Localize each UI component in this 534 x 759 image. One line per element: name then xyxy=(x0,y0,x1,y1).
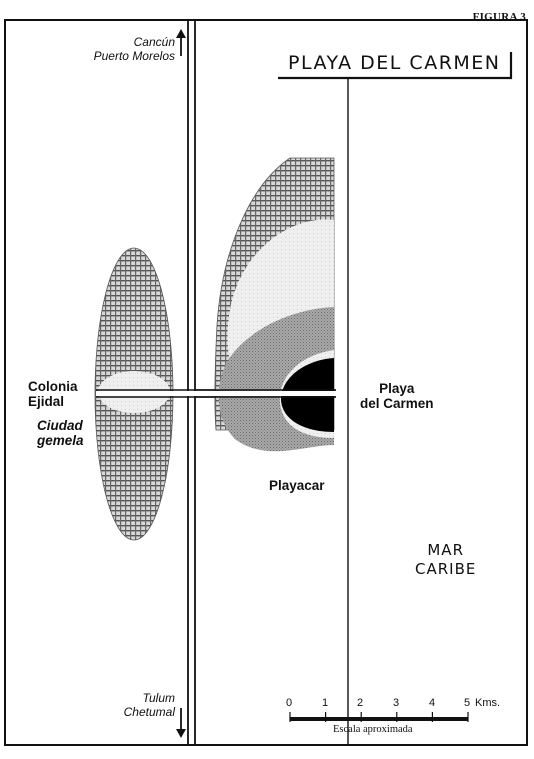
scale-caption: Escala aproximada xyxy=(333,724,413,735)
figure-label: FIGURA 3 xyxy=(472,11,526,23)
playa-del-carmen-label: Playa del Carmen xyxy=(360,381,434,411)
colonia-ejidal-line2: Ejidal xyxy=(28,394,65,409)
north-destination: Cancún Puerto Morelos xyxy=(94,35,175,63)
scale-tick-3: 3 xyxy=(393,697,400,709)
playa-del-carmen-line1: Playa xyxy=(379,381,415,396)
ciudad-gemela-line2: gemela xyxy=(37,433,84,448)
map-title: PLAYA DEL CARMEN xyxy=(288,52,501,74)
map-frame xyxy=(4,19,528,746)
scale-bar xyxy=(289,712,469,722)
ciudad-gemela-line1: Ciudad xyxy=(37,418,83,433)
south-destination: Tulum Chetumal xyxy=(124,691,175,719)
scale-tick-2: 2 xyxy=(357,697,364,709)
playa-del-carmen-area xyxy=(196,157,336,452)
colonia-ejidal-label: Colonia Ejidal xyxy=(28,379,78,409)
scale-tick-0: 0 xyxy=(286,697,293,709)
colonia-ejidal-line1: Colonia xyxy=(28,379,78,394)
scale-tick-1: 1 xyxy=(322,697,329,709)
north-destination-line1: Cancún xyxy=(133,35,175,49)
playacar-label: Playacar xyxy=(269,478,325,493)
south-destination-line1: Tulum xyxy=(142,691,175,705)
arrow-down-icon xyxy=(176,708,186,738)
mar-caribe-label: MAR CARIBE xyxy=(415,541,476,579)
scale-unit: Kms. xyxy=(475,697,501,709)
mar-caribe-line1: MAR xyxy=(427,541,464,559)
scale-tick-5: 5 xyxy=(464,697,471,709)
mar-caribe-line2: CARIBE xyxy=(415,560,477,578)
cross-road-east-fill xyxy=(196,391,336,396)
scale-tick-4: 4 xyxy=(429,697,436,709)
north-destination-line2: Puerto Morelos xyxy=(93,49,175,63)
playa-del-carmen-line2: del Carmen xyxy=(360,396,434,411)
south-destination-line2: Chetumal xyxy=(123,705,175,719)
ciudad-gemela-label: Ciudad gemela xyxy=(37,418,84,448)
arrow-up-icon xyxy=(176,29,186,56)
